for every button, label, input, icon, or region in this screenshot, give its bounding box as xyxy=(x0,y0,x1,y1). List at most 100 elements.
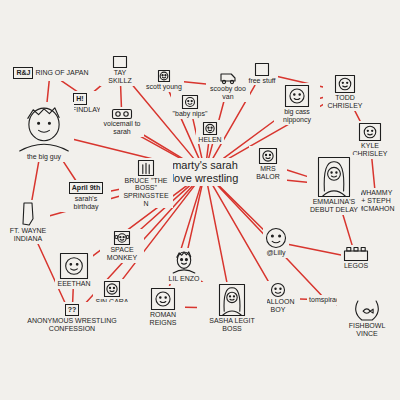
red-string xyxy=(289,245,341,255)
red-string xyxy=(72,289,74,303)
clue-card: ??ANONYMOUS WRESTLING CONFESSION xyxy=(5,302,139,333)
clue-card: voicemail to sarah xyxy=(100,107,144,136)
monkey-sketch xyxy=(114,231,130,245)
bigface-sketch xyxy=(172,250,196,274)
face-sketch xyxy=(60,253,88,279)
handwritten-label: LIL ENZO xyxy=(169,275,200,283)
face-sketch xyxy=(151,288,175,310)
bigface-sketch xyxy=(17,104,71,152)
clue-card: HELEN xyxy=(196,120,223,145)
clue-card: SPACE MONKEY xyxy=(100,229,144,262)
state-sketch xyxy=(22,202,34,226)
red-string xyxy=(300,298,307,300)
handwritten-label: SPACE MONKEY xyxy=(102,246,142,261)
clue-card: LIL ENZO xyxy=(167,248,202,284)
clue-card: TODD CHRISLEY xyxy=(323,73,367,110)
red-string xyxy=(64,162,76,181)
handwritten-label: sarah's birthday xyxy=(63,195,109,210)
van-sketch xyxy=(220,72,236,84)
handwritten-label: HELEN xyxy=(198,136,221,144)
boxed-note: R&J xyxy=(13,67,33,79)
clue-card: SASHA LEGIT BOSS xyxy=(197,282,267,333)
red-string xyxy=(47,81,49,102)
clue-card: BRUCE "THE BOSS" SPRINGSTEEN xyxy=(119,158,173,209)
clue-card: "baby nips" xyxy=(171,93,210,119)
red-string xyxy=(32,162,39,200)
handwritten-label: BRUCE "THE BOSS" SPRINGSTEEN xyxy=(121,177,171,208)
portrait-sketch xyxy=(219,284,245,316)
handwritten-label: scott young xyxy=(146,83,182,91)
clue-card: R&JRING OF JAPAN xyxy=(9,65,90,81)
clue-card: scott young xyxy=(144,68,184,92)
handwritten-label: LEGOS xyxy=(344,262,368,270)
red-string xyxy=(287,170,307,176)
red-string xyxy=(184,82,206,84)
red-string xyxy=(372,159,375,189)
handwritten-label: EEETHAN xyxy=(57,280,90,288)
portrait-sketch xyxy=(318,157,350,197)
red-string xyxy=(207,144,209,158)
red-string xyxy=(120,86,122,108)
clue-card: FT. WAYNE INDIANA xyxy=(6,200,50,243)
clue-card: scooby doo van xyxy=(206,70,250,101)
handwritten-label: marty's sarah love wrestling xyxy=(162,159,248,184)
clue-card: FISHBOWL VINCE xyxy=(337,297,397,338)
clue-card: LEGOS xyxy=(341,245,371,271)
clue-card: EEETHAN xyxy=(55,251,92,289)
handwritten-label: big cass nipponcy xyxy=(276,108,318,123)
face-sketch xyxy=(182,95,198,109)
boxed-note: April 9th xyxy=(69,182,103,194)
clue-card: MRS BALOR xyxy=(249,146,287,181)
sq-sketch xyxy=(113,56,127,68)
red-string xyxy=(144,135,182,158)
red-string xyxy=(355,111,361,122)
red-string xyxy=(185,307,197,309)
tape-sketch xyxy=(112,109,132,119)
handwritten-label: ROMAN REIGNS xyxy=(143,311,183,326)
handwritten-label: scooby doo van xyxy=(208,85,248,100)
clue-card: April 9thsarah's birthday xyxy=(61,180,111,211)
red-string xyxy=(218,186,322,296)
clue-card: ROMAN REIGNS xyxy=(141,286,185,327)
red-string xyxy=(208,186,227,283)
sq-sketch xyxy=(255,63,269,76)
handwritten-label: TODD CHRISLEY xyxy=(325,94,365,109)
red-string xyxy=(188,186,202,249)
handwritten-label: voicemail to sarah xyxy=(102,120,142,135)
handwritten-label: WHAMMY + STEPH MCMAHON xyxy=(357,189,395,212)
red-string xyxy=(213,186,268,282)
handwritten-label: SASHA LEGIT BOSS xyxy=(199,317,265,332)
clue-card: @Lilly xyxy=(263,226,289,258)
handwritten-label: the big guy xyxy=(27,153,61,161)
face-sketch xyxy=(335,75,355,93)
clue-card: TAY SKILLZ xyxy=(100,54,140,85)
circle-sketch xyxy=(266,228,286,248)
handwritten-label: free stuff xyxy=(248,77,275,85)
hand-sketch xyxy=(138,160,154,176)
clue-card: the big guy xyxy=(14,102,74,162)
lego-sketch xyxy=(344,247,368,261)
handwritten-label: FISHBOWL VINCE xyxy=(339,322,395,337)
handwritten-label: TAY SKILLZ xyxy=(102,69,138,84)
clue-card: EMMALINA'S DEBUT DELAY xyxy=(307,155,361,214)
handwritten-label: FT. WAYNE INDIANA xyxy=(8,227,48,242)
face-sketch xyxy=(158,70,170,82)
face-sketch xyxy=(203,122,217,135)
face-sketch xyxy=(104,281,120,297)
handwritten-label: "baby nips" xyxy=(173,110,208,118)
face-sketch xyxy=(285,85,309,107)
boxed-note: ?? xyxy=(65,304,80,316)
handwritten-label: RING OF JAPAN xyxy=(35,69,88,77)
circle-sketch xyxy=(271,283,285,297)
handwritten-label: ANONYMOUS WRESTLING CONFESSION xyxy=(7,317,137,332)
boxed-note: H! xyxy=(73,93,86,105)
face-sketch xyxy=(259,148,277,164)
handwritten-label: @Lilly xyxy=(266,249,285,257)
red-string xyxy=(343,215,352,245)
clue-card: WHAMMY + STEPH MCMAHON xyxy=(355,188,397,213)
face-sketch xyxy=(359,123,381,141)
bowl-sketch xyxy=(354,299,380,321)
handwritten-label: EMMALINA'S DEBUT DELAY xyxy=(309,198,359,213)
clue-card: big cass nipponcy xyxy=(274,83,320,124)
